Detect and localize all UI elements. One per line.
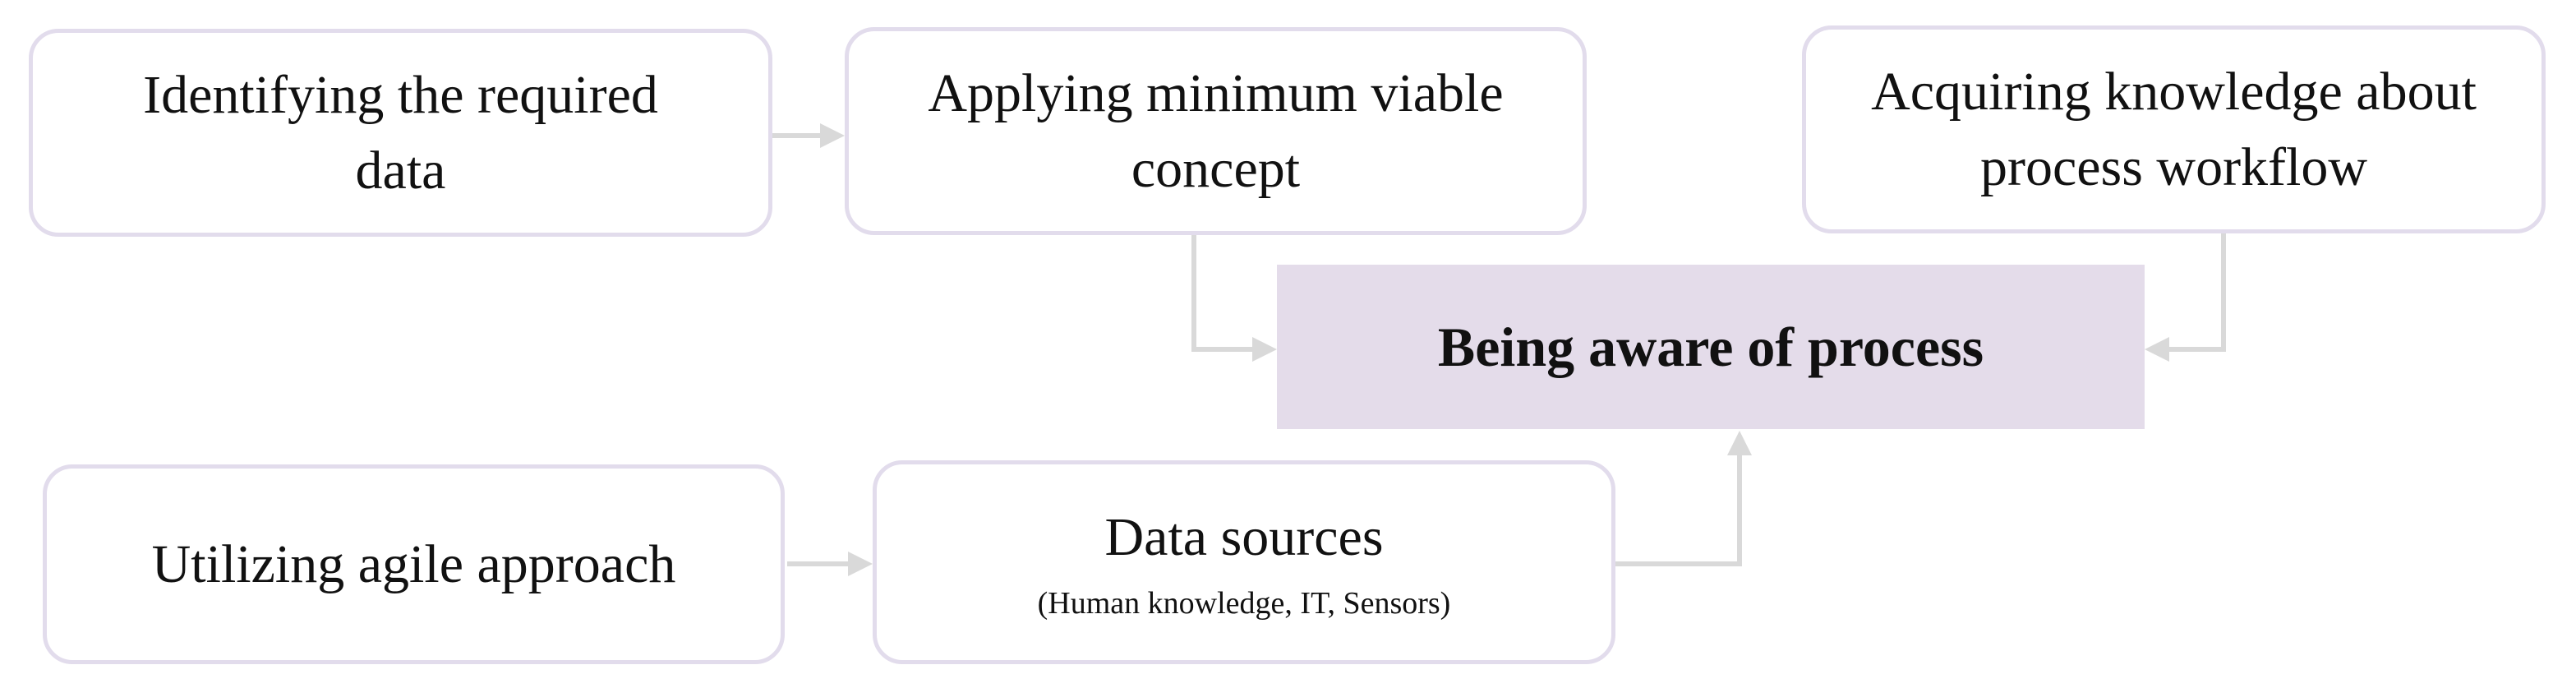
arrow-sources-to-aware	[1615, 431, 1752, 566]
agile-approach-box: Utilizing agile approach	[43, 464, 785, 664]
identify-data-label: Identifying the required data	[143, 64, 658, 201]
identify-data-box: Identifying the required data	[29, 29, 772, 237]
minimum-viable-concept-box: Applying minimum viable concept	[845, 27, 1587, 235]
minimum-viable-concept-label: Applying minimum viable concept	[928, 62, 1504, 199]
data-sources-box: Data sources (Human knowledge, IT, Senso…	[873, 460, 1615, 664]
acquire-knowledge-label: Acquiring knowledge about process workfl…	[1871, 61, 2477, 197]
arrow-mvc-to-aware	[1191, 235, 1277, 362]
being-aware-of-process-box: Being aware of process	[1277, 265, 2145, 429]
agile-approach-label: Utilizing agile approach	[151, 533, 676, 594]
being-aware-of-process-label: Being aware of process	[1437, 315, 1984, 378]
data-sources-detail: (Human knowledge, IT, Sensors)	[1037, 586, 1451, 621]
data-sources-label: Data sources	[1104, 507, 1384, 567]
arrow-acquire-to-aware	[2145, 233, 2226, 362]
acquire-knowledge-box: Acquiring knowledge about process workfl…	[1802, 25, 2546, 233]
